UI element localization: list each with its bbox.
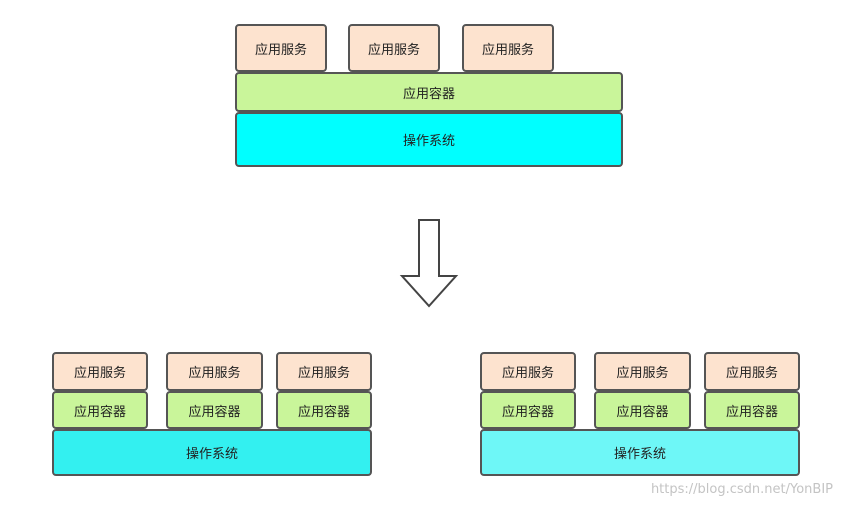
left-app-container-3: 应用容器 <box>276 391 372 429</box>
top-app-service-1: 应用服务 <box>235 24 327 72</box>
left-app-container-1: 应用容器 <box>52 391 148 429</box>
top-app-service-2: 应用服务 <box>348 24 440 72</box>
left-app-container-2: 应用容器 <box>166 391 263 429</box>
left-app-service-3: 应用服务 <box>276 352 372 391</box>
right-app-container-1: 应用容器 <box>480 391 576 429</box>
right-app-service-3: 应用服务 <box>704 352 800 391</box>
right-app-service-1: 应用服务 <box>480 352 576 391</box>
top-operating-system: 操作系统 <box>235 112 623 167</box>
top-app-service-3: 应用服务 <box>462 24 554 72</box>
left-app-service-1: 应用服务 <box>52 352 148 391</box>
right-app-service-2: 应用服务 <box>594 352 691 391</box>
right-app-container-3: 应用容器 <box>704 391 800 429</box>
top-app-container: 应用容器 <box>235 72 623 112</box>
left-operating-system: 操作系统 <box>52 429 372 476</box>
left-app-service-2: 应用服务 <box>166 352 263 391</box>
right-app-container-2: 应用容器 <box>594 391 691 429</box>
watermark: https://blog.csdn.net/YonBIP <box>650 482 833 497</box>
down-arrow-icon <box>399 219 459 308</box>
right-operating-system: 操作系统 <box>480 429 800 476</box>
